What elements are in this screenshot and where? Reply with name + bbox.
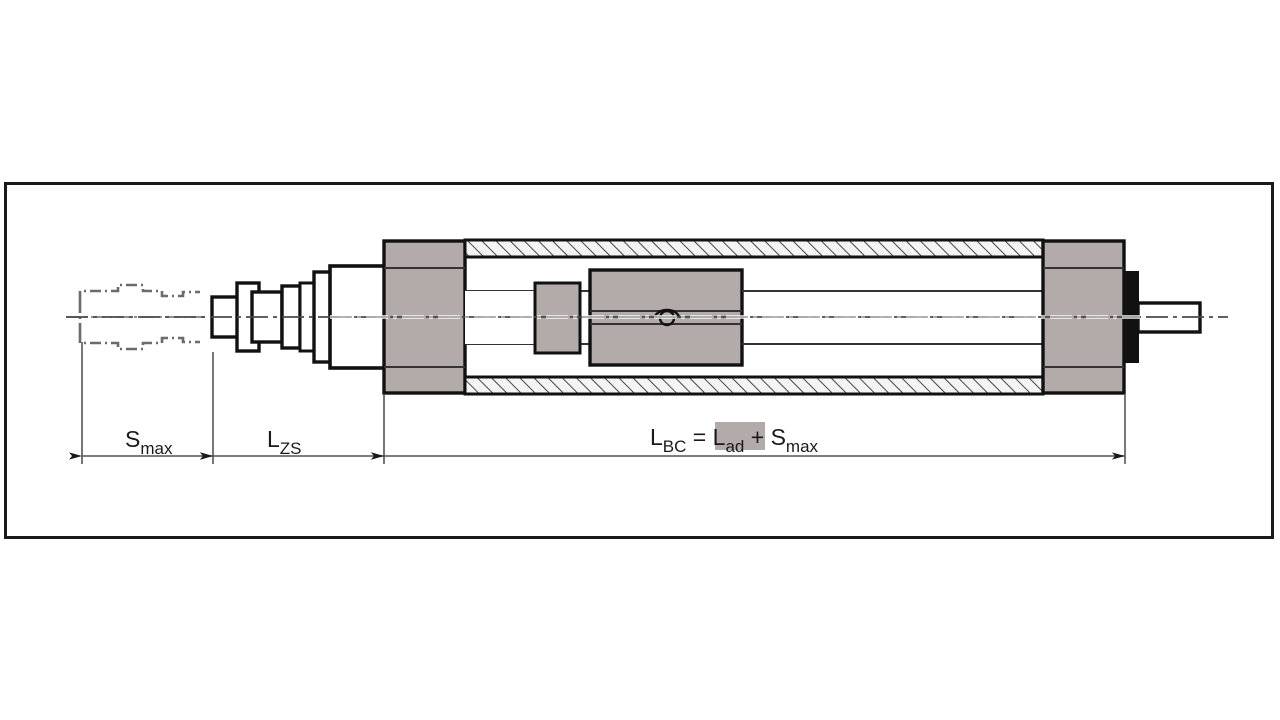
smax2-sub: max [786,437,819,456]
dimension-lbc-label: LBC = Lad + Smax [650,424,819,456]
lzs-sub: ZS [280,439,302,458]
lad-main: L [713,424,726,450]
lbc-plus: + [744,424,770,450]
lbc-main: L [650,424,663,450]
lbc-equals: = [686,424,712,450]
smax2-main: S [771,424,786,450]
cylinder-tube-wall-top [463,238,1045,259]
lad-highlight-box [715,422,765,450]
cylinder-tube-wall-bottom [463,375,1045,396]
smax-sub: max [140,439,173,458]
dimension-smax-label: Smax [125,426,173,458]
dimension-lzs-label: LZS [267,426,302,458]
lbc-sub: BC [663,437,687,456]
lzs-main: L [267,426,280,452]
lad-sub: ad [725,437,744,456]
smax-main: S [125,426,140,452]
